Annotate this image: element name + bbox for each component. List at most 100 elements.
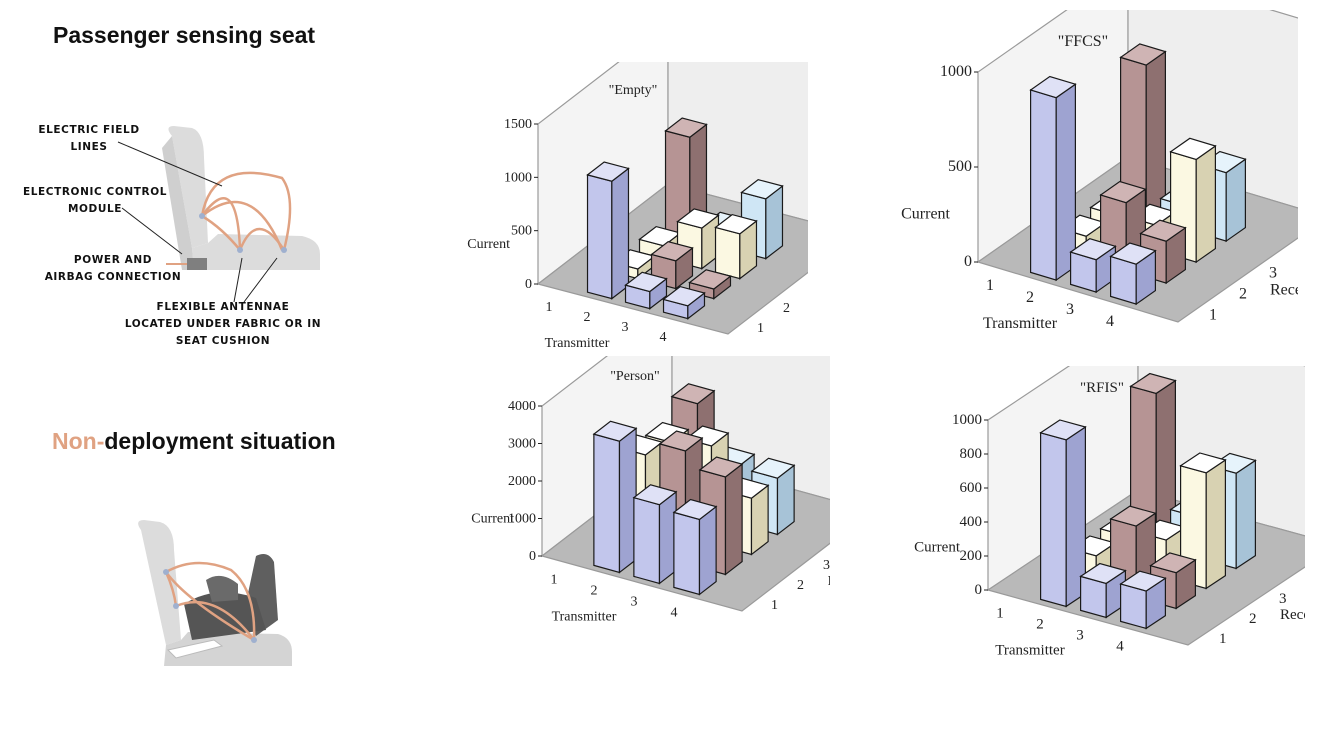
y-tick-label: 3 <box>1269 265 1277 282</box>
callout-line: ELECTRONIC CONTROL <box>22 186 168 198</box>
z-axis-label: Current <box>467 237 510 252</box>
bar-top-face <box>658 430 704 452</box>
z-tick-label: 0 <box>529 549 536 564</box>
bar-top-face <box>650 241 694 262</box>
bar-side-face <box>1145 50 1166 219</box>
x-tick-label: 3 <box>622 320 629 335</box>
bar-3d <box>1109 242 1157 306</box>
passenger-seat-heading: Passenger sensing seat <box>53 22 316 48</box>
bar-3d <box>632 484 678 585</box>
x-tick-label: 1 <box>546 300 553 315</box>
x-axis-label: Transmitter <box>552 610 617 625</box>
callout-line: POWER AND <box>73 254 153 266</box>
bar-top-face <box>592 420 638 442</box>
bar-top-face <box>750 457 796 479</box>
bar-3d <box>1069 237 1117 294</box>
z-tick-label: 1000 <box>504 170 532 185</box>
bar-side-face <box>1195 144 1216 264</box>
bar-side-face <box>698 505 717 596</box>
bar-side-face <box>1235 459 1256 570</box>
chart-empty: 05001000150012341234"Empty"CurrentTransm… <box>428 22 864 362</box>
y-tick-label: 2 <box>1249 611 1257 627</box>
chart-ffcs-svg: 0500100012341234"FFCS"CurrentTransmitter… <box>901 0 1317 332</box>
chart-title: "Person" <box>610 369 660 384</box>
bar-top-face <box>740 179 784 200</box>
power-airbag-label: POWER AND AIRBAG CONNECTION <box>38 252 188 286</box>
bar-top-face <box>1119 43 1167 66</box>
bar-top-face <box>1119 570 1167 592</box>
y-axis-label: Receiver <box>828 574 830 589</box>
non-deployment-heading: Non-deployment situation <box>52 428 336 455</box>
z-tick-label: 200 <box>960 548 983 564</box>
bar-top-face <box>1179 452 1227 474</box>
chart-rfis: 0200400600800100012341234"RFIS"CurrentTr… <box>870 318 1317 666</box>
z-tick-label: 4000 <box>508 399 536 414</box>
bar-side-face <box>1225 158 1246 243</box>
z-tick-label: 400 <box>960 514 983 530</box>
bar-top-face <box>1149 552 1197 574</box>
bar-3d <box>714 213 758 280</box>
y-tick-label: 2 <box>797 578 804 593</box>
z-axis-label: Current <box>901 206 950 223</box>
chart-empty-svg: 05001000150012341234"Empty"CurrentTransm… <box>467 22 864 351</box>
bar-top-face <box>1129 372 1177 395</box>
bar-front-face <box>714 226 741 280</box>
y-axis-label: Receiver <box>1280 607 1305 623</box>
bar-top-face <box>632 484 678 506</box>
x-tick-label: 1 <box>986 277 994 294</box>
x-axis-label: Transmitter <box>995 643 1064 659</box>
non-deployment-accent: Non- <box>52 428 105 454</box>
antenna-node <box>251 637 257 643</box>
z-tick-label: 0 <box>975 582 983 598</box>
x-tick-label: 4 <box>1106 313 1114 330</box>
antenna-node <box>163 569 169 575</box>
bar-3d <box>624 271 668 310</box>
bar-3d <box>1119 570 1167 630</box>
bar-3d <box>1039 419 1087 608</box>
bar-top-face <box>624 271 668 293</box>
callout-line: FLEXIBLE ANTENNAE <box>156 301 290 313</box>
chart-title: "RFIS" <box>1080 380 1124 396</box>
z-tick-label: 1000 <box>952 412 982 428</box>
z-tick-label: 600 <box>960 480 983 496</box>
callout-line: ELECTRIC FIELD <box>38 124 140 136</box>
z-tick-label: 0 <box>964 253 972 270</box>
x-tick-label: 3 <box>1066 301 1074 318</box>
bar-side-face <box>724 462 743 576</box>
bar-top-face <box>1109 242 1157 265</box>
y-tick-label: 1 <box>1219 631 1227 647</box>
bar-3d <box>1079 562 1127 619</box>
x-tick-label: 3 <box>631 595 638 610</box>
non-deployment-seat-illustration <box>16 500 316 668</box>
callout-line: LINES <box>70 141 108 153</box>
bar-3d <box>592 420 638 574</box>
y-tick-label: 2 <box>1239 286 1247 303</box>
non-deployment-rest: deployment situation <box>104 428 336 454</box>
bar-front-face <box>593 433 621 574</box>
z-tick-label: 800 <box>960 446 983 462</box>
bar-front-face <box>673 511 701 596</box>
bar-top-face <box>1029 75 1077 99</box>
y-tick-label: 1 <box>757 321 764 336</box>
x-axis-label: Transmitter <box>983 315 1058 330</box>
x-tick-label: 4 <box>1116 639 1124 655</box>
antenna-node <box>237 247 243 253</box>
bar-top-face <box>670 383 716 405</box>
bar-top-face <box>698 456 744 478</box>
x-tick-label: 1 <box>551 573 558 588</box>
bar-top-face <box>664 117 708 138</box>
x-tick-label: 4 <box>671 606 678 621</box>
bar-front-face <box>633 496 661 585</box>
flexible-antennae-label: FLEXIBLE ANTENNAE LOCATED UNDER FABRIC O… <box>118 299 328 350</box>
bar-3d <box>1029 75 1077 282</box>
bar-front-face <box>1040 431 1067 608</box>
bar-3d <box>586 161 630 300</box>
chart-title: "Empty" <box>609 83 658 98</box>
y-tick-label: 3 <box>823 558 830 573</box>
antenna-node <box>199 213 205 219</box>
bar-3d <box>672 498 718 596</box>
bar-3d <box>688 269 732 300</box>
antenna-node <box>281 247 287 253</box>
bar-top-face <box>1169 137 1217 161</box>
bar-top-face <box>688 269 732 290</box>
